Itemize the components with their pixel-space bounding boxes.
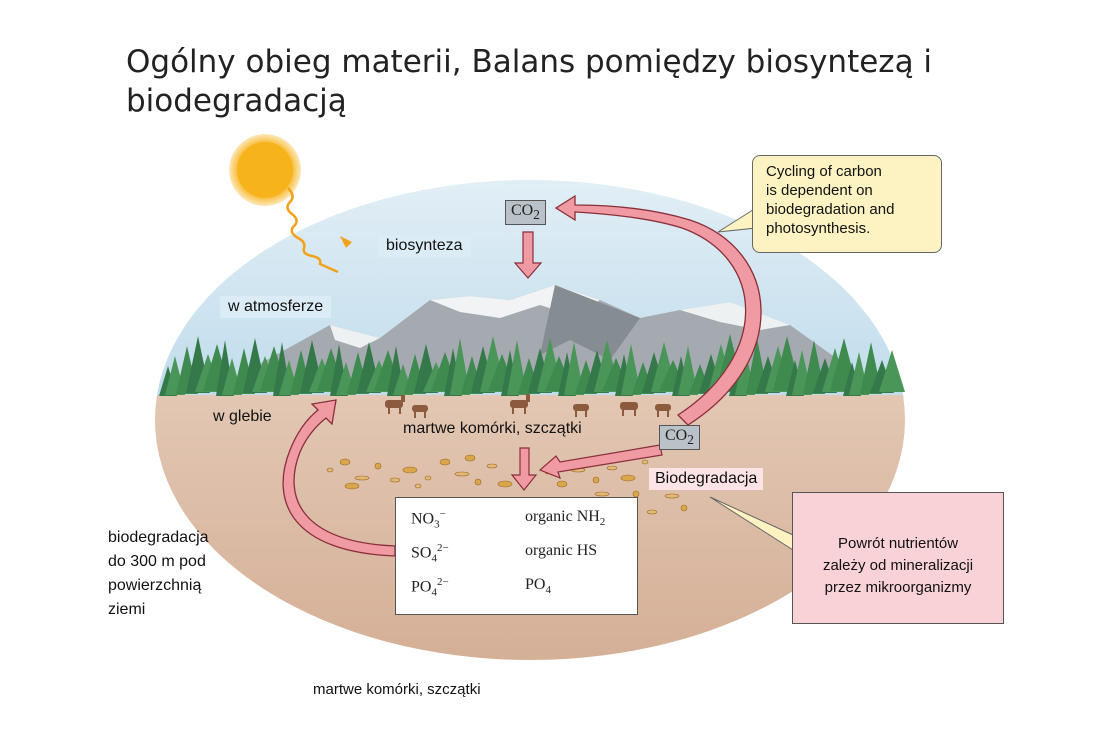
deer-group bbox=[385, 394, 671, 418]
debris-particle bbox=[474, 478, 482, 486]
soil-debris bbox=[326, 454, 688, 515]
co2-mid-sub: 2 bbox=[687, 432, 694, 448]
label-dead-cells-mid: martwe komórki, szczątki bbox=[403, 420, 582, 437]
conversion-source-nh2: organic NH2 bbox=[525, 508, 606, 529]
debris-particle bbox=[594, 491, 610, 497]
debris-particle bbox=[641, 459, 649, 465]
depth-note: biodegradacja do 300 m pod powierzchnią … bbox=[108, 526, 209, 622]
debris-particle bbox=[497, 480, 513, 488]
label-biosynthesis: biosynteza bbox=[378, 235, 471, 257]
label-atmosphere: w atmosferze bbox=[220, 296, 332, 318]
callout-nutrients-line: Powrót nutrientów bbox=[837, 535, 959, 552]
callout-carbon-cycling: Cycling of carbon is dependent on biodeg… bbox=[752, 155, 942, 253]
debris-particle bbox=[620, 474, 636, 482]
debris-particle bbox=[374, 462, 382, 470]
callout-carbon-line: photosynthesis. bbox=[766, 220, 871, 237]
callout-carbon-line: Cycling of carbon bbox=[766, 163, 882, 180]
conversion-source-po4: PO4 bbox=[525, 576, 551, 597]
tree-icon bbox=[879, 350, 905, 392]
debris-particle bbox=[344, 482, 360, 490]
conversion-source-hs: organic HS bbox=[525, 542, 598, 559]
callout-nutrients-line: zależy od mineralizacji bbox=[822, 557, 974, 574]
sun-icon bbox=[229, 134, 301, 206]
co2-mid-text: CO bbox=[665, 427, 688, 444]
page-title: Ogólny obieg materii, Balans pomiędzy bi… bbox=[126, 43, 933, 119]
tree-icon bbox=[678, 346, 698, 395]
sunlight-ray bbox=[286, 187, 339, 274]
co2-release-arrow bbox=[538, 444, 663, 480]
debris-particle bbox=[680, 504, 688, 512]
conversion-product-no3: NO3− bbox=[411, 508, 446, 531]
depth-note-line: powierzchnią bbox=[108, 577, 202, 594]
debris-particle bbox=[439, 458, 451, 466]
debris-particle bbox=[414, 483, 422, 489]
debris-particle bbox=[606, 465, 618, 471]
carbon-return-arrow bbox=[554, 194, 762, 426]
debris-particle bbox=[424, 475, 432, 481]
label-soil: w glebie bbox=[213, 408, 272, 425]
sunlight-arrowhead bbox=[340, 236, 352, 248]
debris-particle bbox=[646, 509, 658, 515]
depth-note-line: biodegradacja bbox=[108, 529, 209, 546]
depth-note-line: do 300 m pod bbox=[108, 553, 206, 570]
forest bbox=[159, 334, 905, 396]
label-biodegradation: Biodegradacja bbox=[649, 468, 764, 490]
debris-particle bbox=[454, 471, 470, 477]
debris-particle bbox=[486, 463, 498, 469]
callout-carbon-line: biodegradation and bbox=[766, 201, 895, 218]
co2-top-text: CO bbox=[511, 202, 534, 219]
co2-mid-box: CO2 bbox=[659, 425, 700, 451]
biosynthesis-arrow bbox=[513, 231, 543, 279]
debris-particle bbox=[664, 493, 680, 499]
conversion-product-po4: PO42− bbox=[411, 576, 449, 599]
callout-nutrients: Powrót nutrientów zależy od mineralizacj… bbox=[792, 492, 1004, 624]
soil-return-arrow bbox=[282, 399, 396, 557]
depth-note-line: ziemi bbox=[108, 601, 146, 618]
debris-particle bbox=[339, 458, 351, 466]
co2-top-box: CO2 bbox=[505, 200, 546, 226]
debris-particle bbox=[556, 480, 568, 488]
tree-icon bbox=[621, 344, 641, 395]
callout-carbon-line: is dependent on bbox=[766, 182, 873, 199]
co2-top-sub: 2 bbox=[533, 207, 540, 223]
debris-particle bbox=[402, 466, 418, 474]
label-dead-cells-bottom: martwe komórki, szczątki bbox=[313, 681, 481, 698]
callout-nutrients-line: przez mikroorganizmy bbox=[824, 579, 972, 596]
debris-particle bbox=[389, 477, 401, 483]
decomposition-arrow bbox=[510, 447, 538, 491]
debris-particle bbox=[592, 476, 600, 484]
mineralization-box bbox=[395, 497, 638, 615]
conversion-product-so4: SO42− bbox=[411, 542, 449, 565]
debris-particle bbox=[464, 454, 476, 462]
debris-particle bbox=[326, 467, 334, 473]
debris-particle bbox=[354, 475, 370, 481]
